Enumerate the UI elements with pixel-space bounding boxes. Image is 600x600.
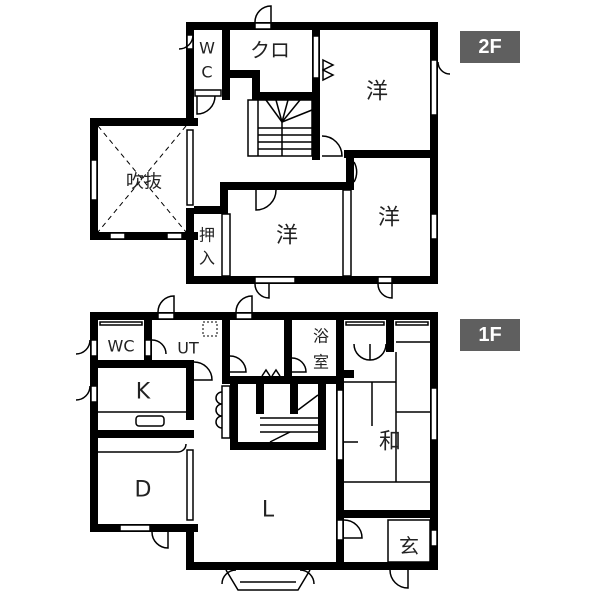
floor-2f: W C クロ 洋 吹抜 洋 洋 押 入 — [90, 5, 451, 299]
room-1f-utility: UT — [177, 339, 199, 358]
room-1f-wc: WC — [108, 337, 135, 356]
room-1f-dining: D — [135, 478, 152, 503]
floor-tag-2f: 2F — [460, 31, 520, 63]
room-1f-living: L — [262, 498, 275, 523]
floor-1f: WC UT 浴 室 K D L 和 玄 — [75, 295, 438, 591]
room-1f-bath-a: 浴 — [313, 327, 329, 346]
room-2f-wc-w: W — [199, 39, 215, 58]
room-2f-western-s: 洋 — [276, 224, 298, 249]
room-2f-void: 吹抜 — [126, 172, 162, 193]
room-2f-western-e: 洋 — [378, 206, 400, 231]
room-2f-wc-c: C — [201, 63, 212, 82]
room-2f-western-ne: 洋 — [366, 80, 388, 105]
room-1f-japanese: 和 — [379, 430, 401, 455]
room-1f-kitchen: K — [136, 380, 151, 405]
room-1f-bath-b: 室 — [313, 353, 329, 372]
room-2f-storage-b: 入 — [199, 249, 215, 268]
room-2f-storage-a: 押 — [199, 226, 215, 245]
floor-tag-1f: 1F — [460, 319, 520, 351]
room-2f-closet: クロ — [250, 38, 290, 62]
room-1f-entrance: 玄 — [399, 534, 419, 558]
